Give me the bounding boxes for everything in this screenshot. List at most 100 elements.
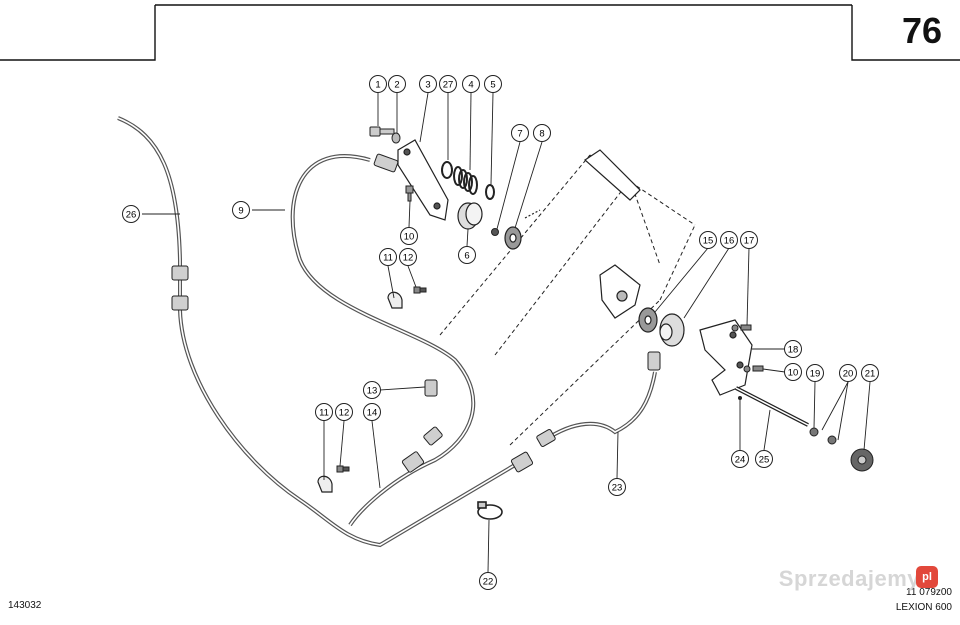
callout-c17: 17 [740,231,758,249]
bracket-18 [699,319,753,396]
callout-c22: 22 [479,572,497,590]
callout-label: 4 [468,80,473,91]
callout-c26: 26 [122,205,140,223]
callout-c21: 21 [861,364,879,382]
callout-label: 14 [367,408,378,419]
callout-label: 3 [425,80,430,91]
callout-circle [806,364,824,382]
callout-c6: 6 [458,246,476,264]
callout-circle [511,124,529,142]
leader-lines [142,92,871,573]
pin-24 [738,396,742,400]
callout-c14: 14 [363,403,381,421]
callout-c8: 8 [533,124,551,142]
callout-label: 25 [759,455,770,466]
callout-label: 17 [744,236,755,247]
callout-c24: 24 [731,450,749,468]
dashed-assembly-box [439,154,696,446]
callout-c11a: 11 [379,248,397,266]
screw-12b [336,465,350,473]
callout-circle [388,75,406,93]
callout-c18: 18 [784,340,802,358]
screw-12a [413,286,427,294]
callout-circle [533,124,551,142]
page-number: 76 [901,10,942,51]
callout-c13: 13 [363,381,381,399]
callout-c27: 27 [439,75,457,93]
fitting-13 [424,379,438,397]
knob-21 [850,448,874,472]
callout-circle [419,75,437,93]
disc-8 [504,209,541,250]
rod-25 [735,386,809,427]
callout-circle [784,340,802,358]
callout-circle [335,403,353,421]
callout-circle [699,231,717,249]
clamp-22 [477,501,503,520]
callout-circle [479,572,497,590]
callout-circle [439,75,457,93]
callout-label: 18 [788,345,799,356]
callout-c16: 16 [720,231,738,249]
nut-20 [827,435,837,445]
callout-label: 2 [394,80,399,91]
callout-circle [720,231,738,249]
callout-c1: 1 [369,75,387,93]
callout-label: 20 [843,369,854,380]
callout-circle [369,75,387,93]
ring-27 [441,161,453,179]
callout-circle [315,403,333,421]
hub-16 [659,313,685,347]
callout-c15: 15 [699,231,717,249]
cable-connectors [171,153,661,473]
callout-label: 10 [404,232,415,243]
callout-circle [458,246,476,264]
clip-11b [317,475,333,493]
callout-label: 12 [403,253,414,264]
cable-23-inner [544,371,656,441]
callout-label: 7 [517,129,522,140]
callout-label: 19 [810,369,821,380]
callout-circle [400,227,418,245]
callout-label: 16 [724,236,735,247]
callout-label: 8 [539,129,544,140]
frame-lines [0,4,960,61]
callout-circle [232,201,250,219]
callout-c12b: 12 [335,403,353,421]
callout-circle [731,450,749,468]
callout-circle [861,364,879,382]
callout-label: 1 [375,80,380,91]
callout-circle [755,450,773,468]
callout-label: 22 [483,577,494,588]
callout-c4: 4 [462,75,480,93]
box-solid-plates [584,149,641,319]
callout-label: 13 [367,386,378,397]
spring-4 [453,166,478,195]
callout-circle [740,231,758,249]
callout-c20: 20 [839,364,857,382]
callout-label: 5 [490,80,495,91]
callout-circle [379,248,397,266]
callout-circle [399,248,417,266]
callout-c10a: 10 [400,227,418,245]
callout-c25: 25 [755,450,773,468]
callout-circle [462,75,480,93]
callout-label: 12 [339,408,350,419]
screw-17 [731,324,752,332]
callout-circle [122,205,140,223]
callout-label: 9 [238,206,243,217]
callout-circle [484,75,502,93]
callout-c9: 9 [232,201,250,219]
model-name: LEXION 600 [895,602,952,613]
callout-label: 15 [703,236,714,247]
washer-2 [391,132,401,144]
callout-label: 6 [464,251,469,262]
bolt-1 [369,126,395,137]
callout-circle [608,478,626,496]
callout-label: 11 [319,408,329,419]
cable-9-inner [291,155,474,526]
callout-c23: 23 [608,478,626,496]
